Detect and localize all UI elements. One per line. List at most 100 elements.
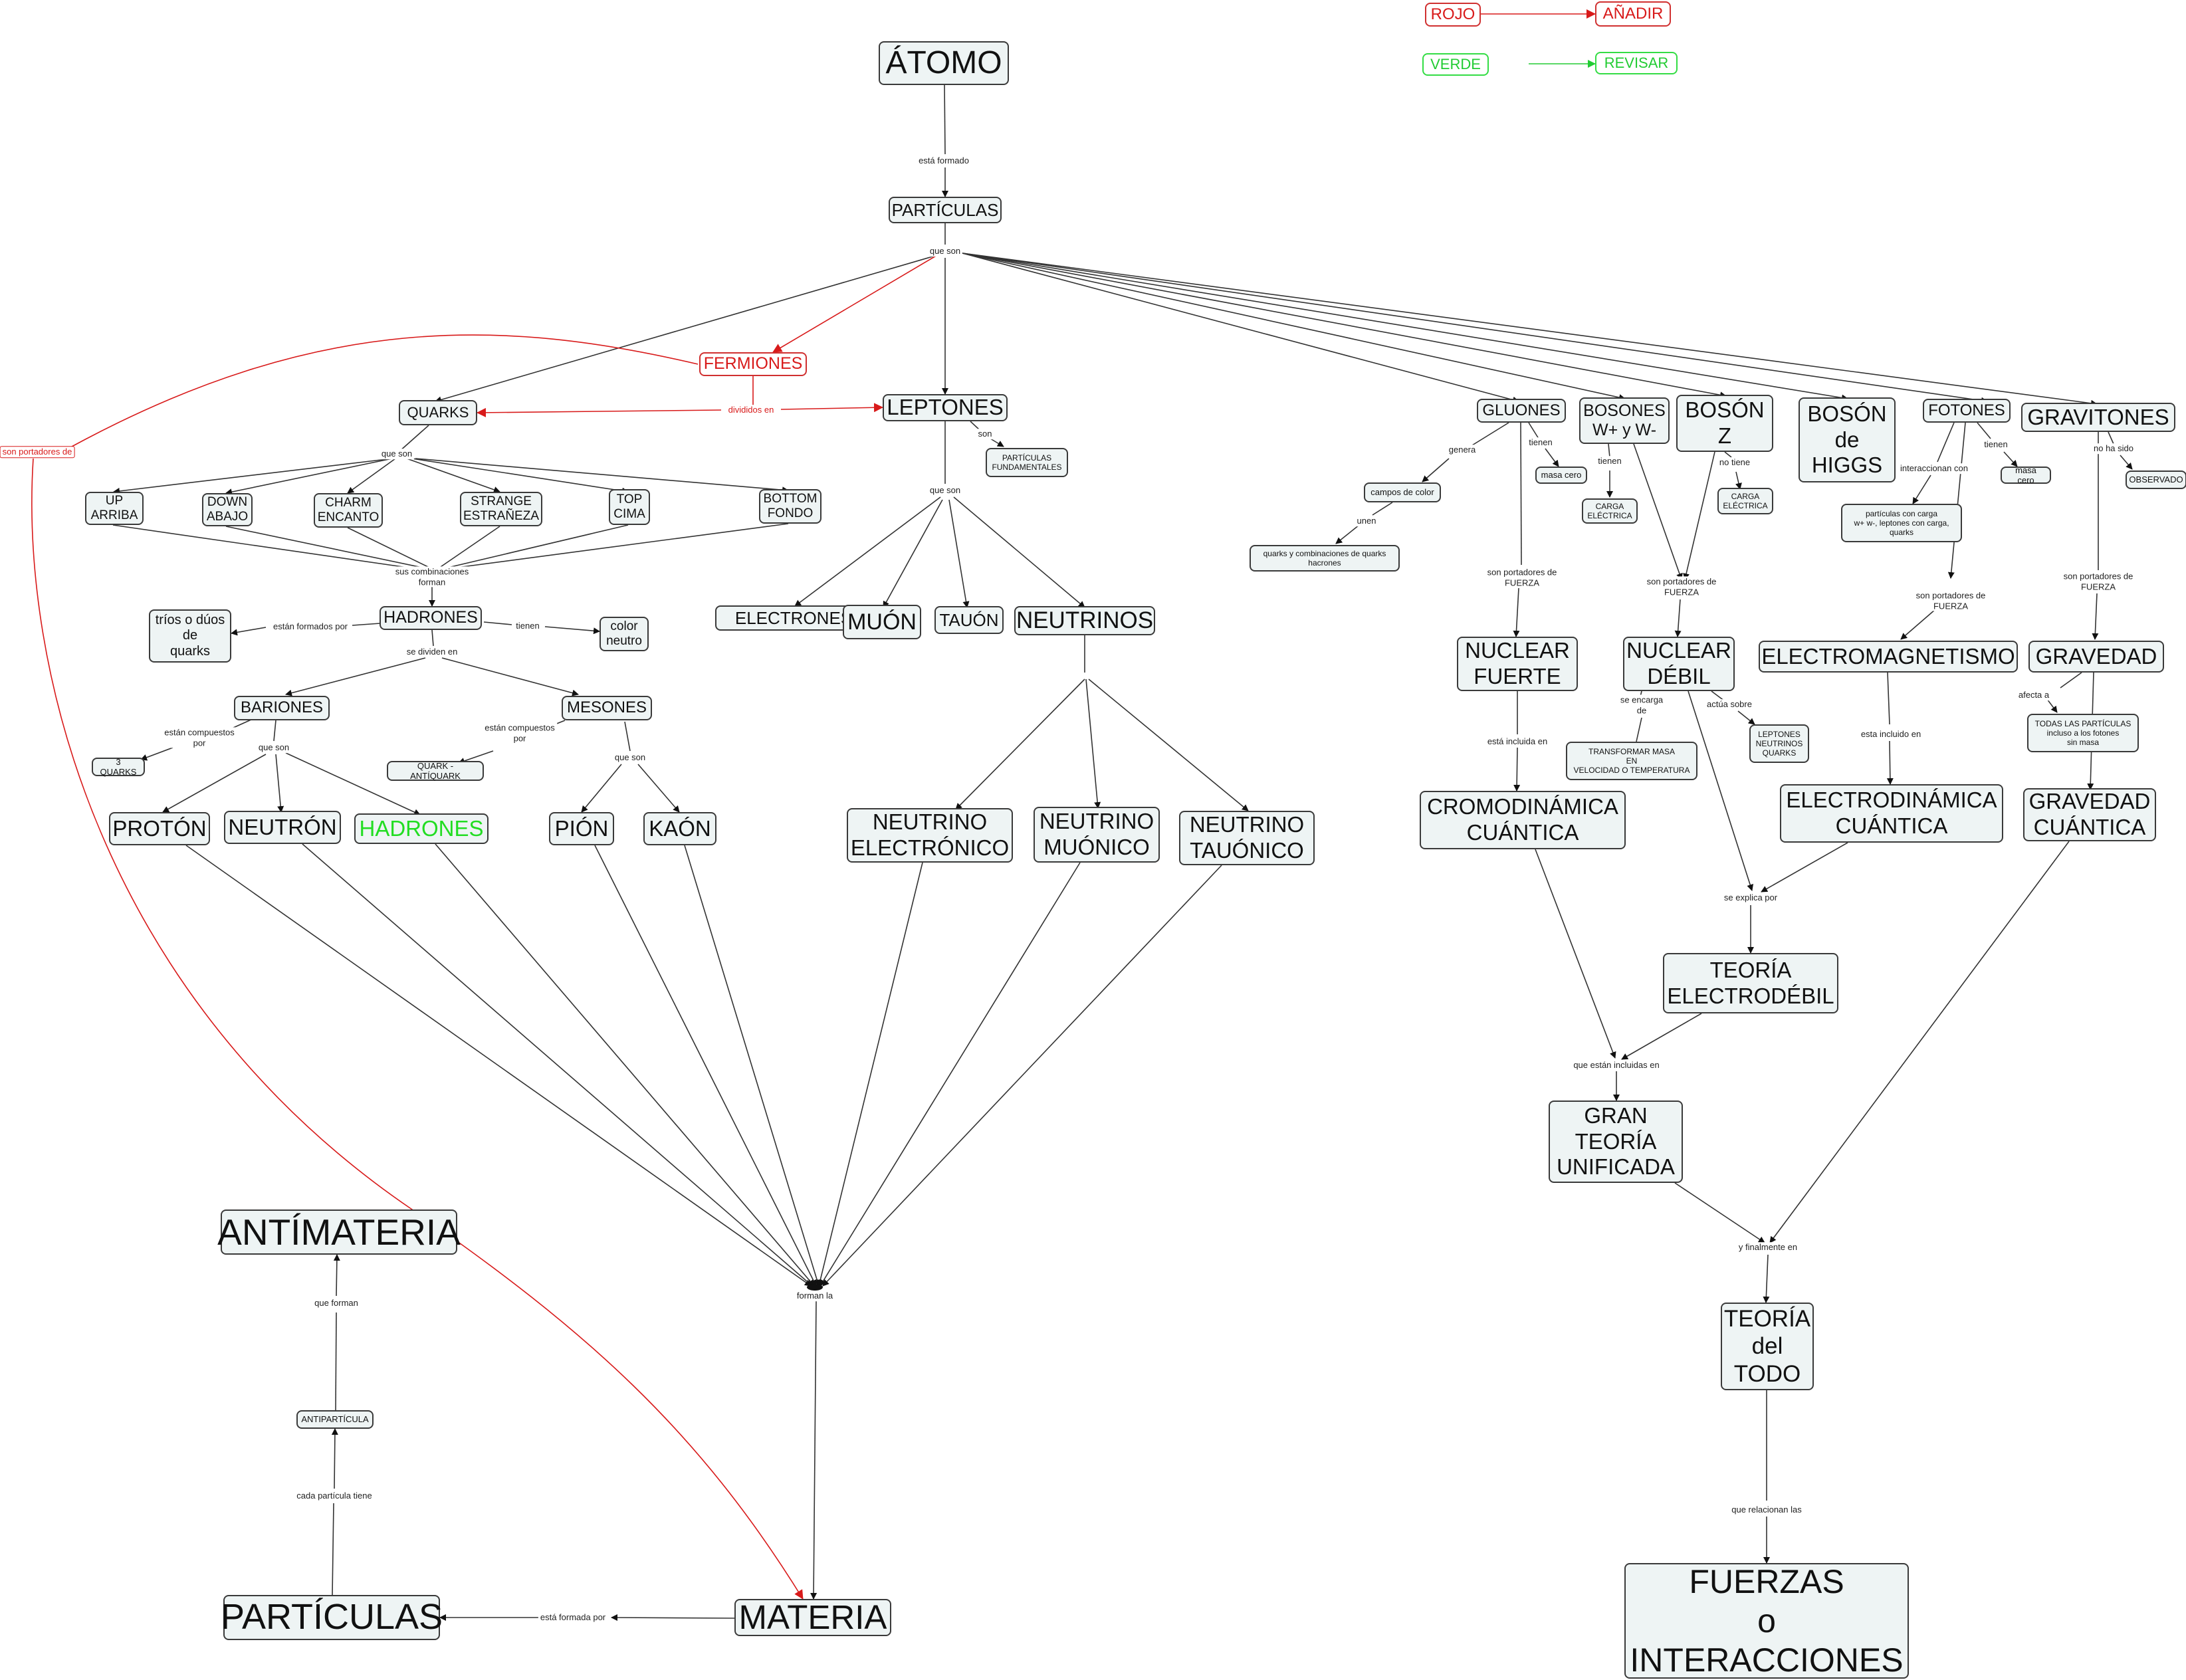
node-electrodinamica[interactable]: ELECTRODINÁMICA CUÁNTICA [1780, 784, 2003, 843]
node-neutrino-electronico[interactable]: NEUTRINO ELECTRÓNICO [847, 808, 1013, 863]
node-particulas-con-carga[interactable]: partículas con carga w+ w-, leptones con… [1841, 504, 1962, 542]
edge-ql-muon [883, 499, 943, 608]
edge-strange-comb [438, 526, 500, 569]
legend-verde[interactable]: VERDE [1422, 53, 1489, 76]
label-tienen-gluones: tienen [1527, 437, 1555, 448]
node-carga-electrica-2[interactable]: CARGA ELÉCTRICA [1717, 488, 1773, 514]
node-teoria-electrodebil[interactable]: TEORÍA ELECTRODÉBIL [1663, 953, 1838, 1013]
edge-bosones-portadores [1633, 443, 1683, 580]
node-bariones[interactable]: BARIONES [234, 696, 330, 720]
node-gran-teoria[interactable]: GRAN TEORÍA UNIFICADA [1549, 1101, 1683, 1183]
edge-gluones-genera [1472, 422, 1509, 446]
node-neutrinos[interactable]: NEUTRINOS [1014, 606, 1155, 635]
edge-gc-finalmente [1769, 841, 2070, 1243]
edge-proton-forman [185, 845, 812, 1287]
node-gravedad[interactable]: GRAVEDAD [2028, 641, 2164, 673]
node-teoria-todo[interactable]: TEORÍA del TODO [1721, 1303, 1814, 1390]
node-particulas-fundamentales[interactable]: PARTÍCULAS FUNDAMENTALES [986, 448, 1068, 477]
node-color-neutro[interactable]: color neutro [600, 617, 649, 651]
node-fermiones[interactable]: FERMIONES [699, 352, 807, 376]
edge-queson-fermiones [772, 255, 938, 353]
legend-revisar[interactable]: REVISAR [1595, 52, 1678, 74]
node-transformar-masa[interactable]: TRANSFORMAR MASA EN VELOCIDAD O TEMPERAT… [1566, 742, 1697, 780]
node-nuclear-fuerte[interactable]: NUCLEAR FUERTE [1457, 637, 1578, 691]
edge-neutron-forman [302, 843, 813, 1287]
label-compuestos-mesones: están compuestos por [483, 722, 557, 744]
edge-quarks-bottom [415, 458, 789, 494]
node-quark-antiquark[interactable]: QUARK - ANTÍQUARK [387, 761, 484, 781]
edge-fotones-interacc [1937, 422, 1955, 463]
node-cromodinamica[interactable]: CROMODINÁMICA CUÁNTICA [1420, 791, 1626, 849]
edge-nm-forman [820, 862, 1081, 1287]
node-quarks[interactable]: QUARKS [399, 400, 477, 425]
legend-rojo[interactable]: ROJO [1425, 3, 1481, 27]
node-hadrones[interactable]: HADRONES [380, 606, 482, 630]
edge-ne-forman [817, 862, 923, 1287]
legend-anadir[interactable]: AÑADIR [1595, 1, 1671, 27]
label-sus-combinaciones: sus combinaciones forman [393, 566, 471, 587]
node-tauon[interactable]: TAUÓN [934, 606, 1004, 634]
edge-gravedad-afecta [2060, 672, 2082, 688]
node-3-quarks[interactable]: 3 QUARKS [92, 757, 145, 777]
node-nuclear-debil[interactable]: NUCLEAR DÉBIL [1623, 637, 1735, 691]
node-boson-higgs[interactable]: BOSÓN de HIGGS [1799, 397, 1896, 482]
node-bottom[interactable]: BOTTOM FONDO [759, 489, 821, 524]
node-up[interactable]: UP ARRIBA [85, 492, 144, 525]
arrowhead-cluster [807, 1284, 823, 1291]
node-fotones[interactable]: FOTONES [1923, 399, 2011, 423]
edge-gluones-tienen [1528, 422, 1539, 439]
node-antiparticula[interactable]: ANTIPARTÍCULA [296, 1410, 374, 1429]
node-boson-z[interactable]: BOSÓN Z [1676, 395, 1773, 452]
label-que-son-mesones: que son [612, 752, 648, 763]
node-carga-electrica-1[interactable]: CARGA ELÉCTRICA [1582, 498, 1638, 524]
node-trios[interactable]: tríos o dúos de quarks [149, 609, 231, 663]
node-strange[interactable]: STRANGE ESTRAÑEZA [460, 492, 542, 526]
node-down[interactable]: DOWN ABAJO [202, 493, 253, 526]
node-gravitones[interactable]: GRAVITONES [2021, 403, 2175, 432]
node-fuerzas[interactable]: FUERZAS o INTERACCIONES [1624, 1563, 1909, 1679]
node-electromagnetismo[interactable]: ELECTROMAGNETISMO [1759, 641, 2018, 673]
node-neutrino-tauonico[interactable]: NEUTRINO TAUÓNICO [1179, 811, 1315, 865]
node-neutron[interactable]: NEUTRÓN [224, 811, 341, 844]
node-kaon[interactable]: KAÓN [643, 812, 716, 845]
label-que-son-quarks: que son [379, 449, 415, 459]
label-unen: unen [1355, 516, 1378, 526]
node-todas-particulas[interactable]: TODAS LAS PARTÍCULAS incluso a los foton… [2027, 714, 2139, 752]
node-gravedad-cuantica[interactable]: GRAVEDAD CUÁNTICA [2023, 788, 2156, 841]
node-pion[interactable]: PIÓN [549, 812, 614, 845]
node-neutrino-muonico[interactable]: NEUTRINO MUÓNICO [1034, 807, 1160, 863]
node-observado[interactable]: OBSERVADO [2126, 471, 2186, 489]
edge-queson-neutron [275, 754, 284, 813]
node-top[interactable]: TOP CIMA [609, 489, 650, 525]
node-charm[interactable]: CHARM ENCANTO [314, 493, 383, 528]
edge-queson-higgs [962, 253, 1848, 401]
edge-hadrones-dividen [431, 629, 434, 647]
label-cada-particula: cada partícula tiene [294, 1491, 374, 1501]
edge-hadrones2-forman [435, 843, 815, 1287]
edge-fotones-portadores [1947, 422, 1966, 579]
node-bosones-w[interactable]: BOSONES W+ y W- [1579, 397, 1670, 444]
node-antimateria[interactable]: ANTÍMATERIA [217, 1209, 461, 1255]
node-masa-cero-1[interactable]: masa cero [1535, 467, 1587, 484]
edge-portadores-materia [31, 458, 804, 1600]
node-masa-cero-2[interactable]: masa cero [2001, 465, 2051, 485]
node-proton[interactable]: PROTÓN [109, 812, 210, 845]
node-particulas[interactable]: PARTÍCULAS [889, 197, 1002, 223]
node-mesones[interactable]: MESONES [562, 696, 652, 720]
edge-afecta-todas [2046, 698, 2058, 713]
node-quarks-combinaciones[interactable]: quarks y combinaciones de quarks hacrone… [1250, 545, 1400, 572]
node-leptones[interactable]: LEPTONES [883, 394, 1008, 421]
node-gluones[interactable]: GLUONES [1477, 399, 1566, 423]
node-atomo[interactable]: ÁTOMO [879, 41, 1009, 85]
label-son-leptones: son [976, 429, 994, 439]
edge-quarks-down [225, 458, 393, 496]
node-leptones-neutrinos-quarks[interactable]: LEPTONES NEUTRINOS QUARKS [1749, 724, 1809, 763]
edge-queson-z [962, 253, 1727, 399]
node-campos-color[interactable]: campos de color [1364, 482, 1441, 502]
label-no-tiene: no tiene [1717, 457, 1753, 468]
node-muon[interactable]: MUÓN [843, 605, 921, 639]
node-materia[interactable]: MATERIA [734, 1598, 891, 1636]
node-hadrones-green[interactable]: HADRONES [354, 813, 489, 844]
label-forman-la: forman la [794, 1291, 835, 1301]
node-particulas-bottom[interactable]: PARTÍCULAS [221, 1595, 443, 1640]
